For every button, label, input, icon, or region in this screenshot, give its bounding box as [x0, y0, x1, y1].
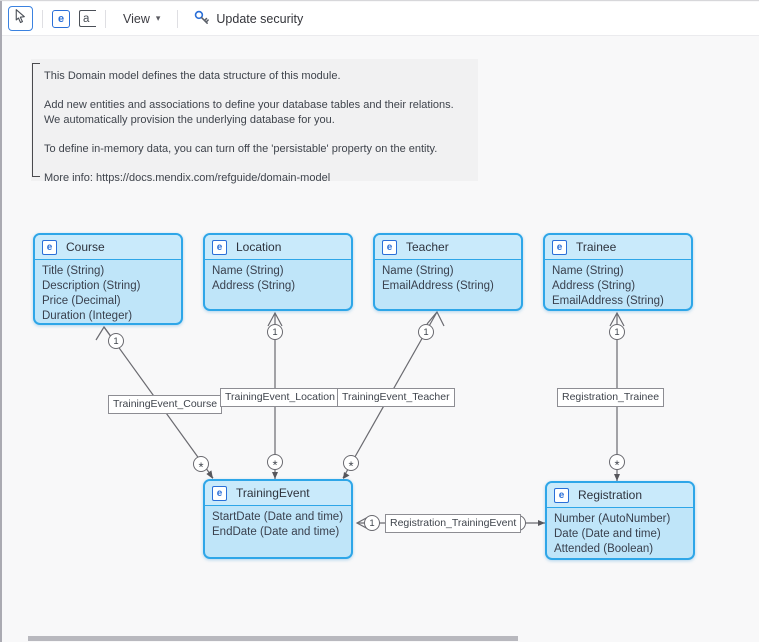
entity-title: Course	[66, 240, 105, 254]
multiplicity-many[interactable]: *	[193, 456, 209, 474]
attribute: Name (String)	[212, 265, 284, 277]
update-security-label: Update security	[216, 11, 304, 26]
entity-location[interactable]: e Location Name (String) Address (String…	[203, 233, 353, 311]
view-label: View	[123, 11, 150, 26]
entity-registration[interactable]: e Registration Number (AutoNumber) Date …	[545, 481, 695, 560]
entity-title: Location	[236, 240, 282, 254]
attribute: EndDate (Date and time)	[212, 526, 340, 538]
association-label-registration-trainee[interactable]: Registration_Trainee	[557, 388, 665, 407]
window-left-border	[0, 1, 2, 642]
attribute: StartDate (Date and time)	[212, 511, 344, 523]
add-entity-button[interactable]: e	[52, 9, 70, 28]
entity-icon: e	[57, 12, 65, 25]
entity-title: Trainee	[576, 240, 617, 254]
entity-trainingevent[interactable]: e TrainingEvent StartDate (Date and time…	[203, 479, 353, 559]
attribute: Price (Decimal)	[42, 295, 121, 307]
annotation-line: We automatically provision the underlyin…	[44, 114, 335, 126]
entity-title: Teacher	[406, 240, 449, 254]
entity-icon: e	[212, 485, 227, 501]
association-label-trainingevent-teacher[interactable]: TrainingEvent_Teacher	[337, 388, 455, 407]
entity-title: TrainingEvent	[236, 486, 310, 500]
add-annotation-button[interactable]: a	[79, 10, 96, 27]
attribute: EmailAddress (String)	[552, 295, 664, 307]
attribute: Title (String)	[42, 265, 105, 277]
chevron-down-icon: ▾	[155, 13, 161, 23]
toolbar-separator	[177, 9, 179, 28]
multiplicity-one[interactable]: 1	[108, 333, 124, 349]
toolbar: e a View ▾ Update security	[2, 2, 759, 36]
select-tool-button[interactable]	[8, 6, 33, 31]
toolbar-separator	[42, 9, 43, 28]
entity-teacher[interactable]: e Teacher Name (String) EmailAddress (St…	[373, 233, 523, 311]
multiplicity-one[interactable]: 1	[364, 515, 380, 531]
entity-icon: e	[552, 239, 567, 255]
entity-icon: e	[42, 239, 57, 255]
annotation-line: To define in-memory data, you can turn o…	[44, 143, 438, 155]
entity-course[interactable]: e Course Title (String) Description (Str…	[33, 233, 183, 325]
association-label-trainingevent-location[interactable]: TrainingEvent_Location	[220, 388, 340, 407]
association-label-registration-trainingevent[interactable]: Registration_TrainingEvent	[385, 514, 522, 533]
annotation-line: More info: https://docs.mendix.com/refgu…	[44, 172, 331, 184]
entity-trainee[interactable]: e Trainee Name (String) Address (String)…	[543, 233, 693, 311]
annotation-icon: a	[83, 12, 90, 25]
multiplicity-one[interactable]: 1	[267, 324, 283, 340]
toolbar-separator	[105, 9, 106, 28]
attribute: Description (String)	[42, 280, 141, 292]
multiplicity-many[interactable]: *	[343, 455, 359, 473]
multiplicity-one[interactable]: 1	[418, 324, 434, 340]
attribute: Name (String)	[382, 265, 454, 277]
attribute: Date (Date and time)	[554, 528, 661, 540]
key-icon	[193, 9, 210, 29]
entity-icon: e	[554, 487, 569, 503]
attribute: EmailAddress (String)	[382, 280, 494, 292]
cursor-icon	[12, 8, 29, 30]
annotation-line: This Domain model defines the data struc…	[44, 70, 341, 82]
multiplicity-many[interactable]: *	[267, 454, 283, 472]
view-dropdown[interactable]: View ▾	[115, 8, 168, 30]
annotation-bracket	[32, 63, 40, 177]
attribute: Name (String)	[552, 265, 624, 277]
attribute: Address (String)	[552, 280, 636, 292]
attribute: Duration (Integer)	[42, 310, 133, 322]
annotation-note[interactable]: This Domain model defines the data struc…	[31, 59, 478, 184]
horizontal-scrollbar-thumb[interactable]	[28, 636, 518, 641]
multiplicity-one[interactable]: 1	[609, 324, 625, 340]
entity-icon: e	[212, 239, 227, 255]
attribute: Number (AutoNumber)	[554, 513, 671, 525]
association-label-trainingevent-course[interactable]: TrainingEvent_Course	[108, 395, 223, 414]
annotation-line: Add new entities and associations to def…	[44, 99, 454, 111]
multiplicity-many[interactable]: *	[609, 454, 625, 472]
entity-title: Registration	[578, 488, 643, 502]
update-security-button[interactable]: Update security	[187, 5, 309, 33]
attribute: Attended (Boolean)	[554, 543, 654, 555]
entity-icon: e	[382, 239, 397, 255]
attribute: Address (String)	[212, 280, 296, 292]
